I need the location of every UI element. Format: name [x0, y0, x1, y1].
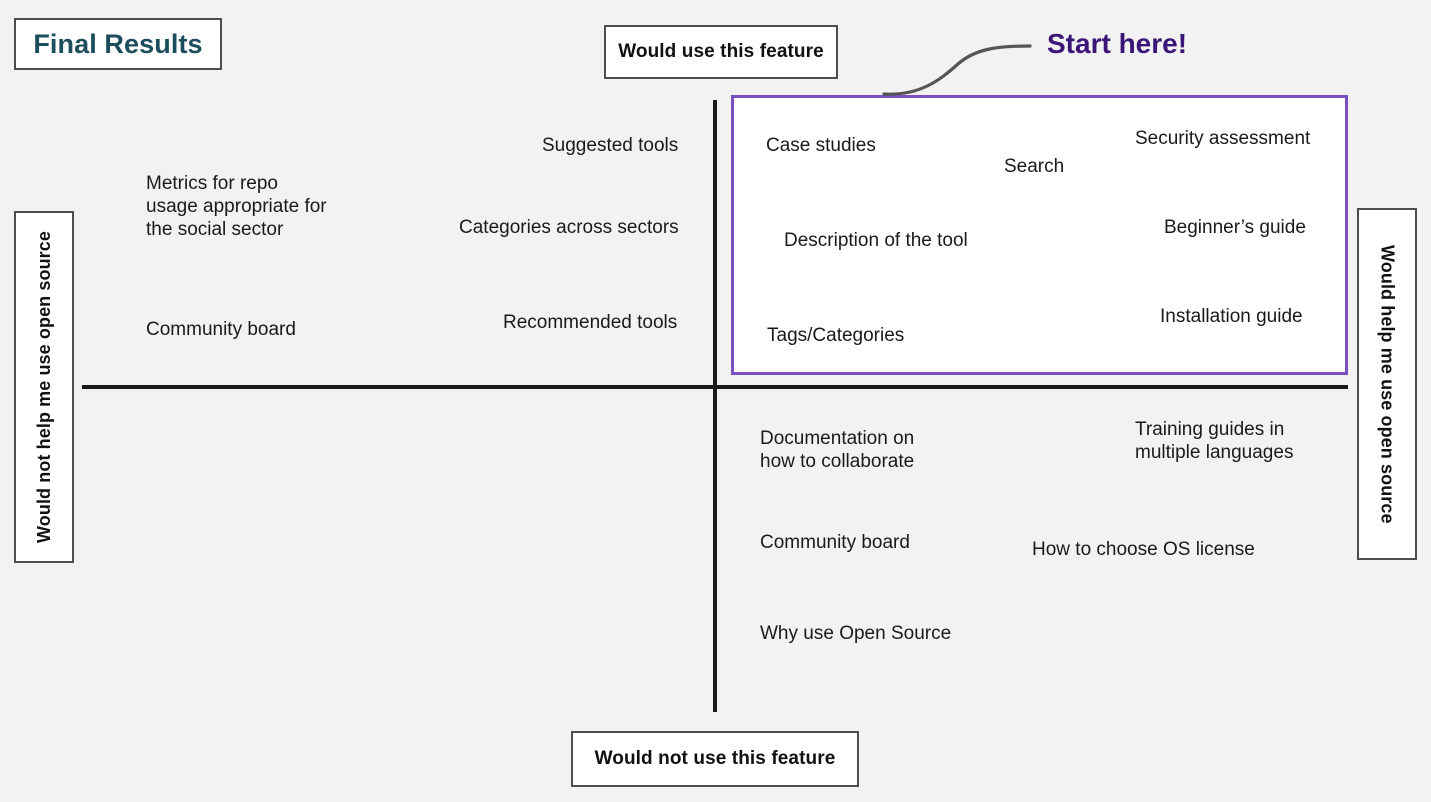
note-security-assessment: Security assessment: [1135, 128, 1311, 149]
note-installation-guide: Installation guide: [1160, 306, 1303, 327]
note-metrics-for-repo: Metrics for repo usage appropriate for t…: [146, 173, 327, 241]
note-categories-across-sectors: Categories across sectors: [459, 217, 679, 238]
highlight-region-top-right: [731, 95, 1348, 375]
note-case-studies: Case studies: [766, 135, 876, 156]
axis-label-left: Would not help me use open source: [33, 231, 54, 543]
axis-label-top: Would use this feature: [618, 41, 824, 62]
page-title: Final Results: [33, 28, 203, 59]
note-how-to-choose-os-license: How to choose OS license: [1032, 539, 1255, 560]
axis-label-left-box: Would not help me use open source: [14, 211, 74, 563]
axis-label-bottom-box: Would not use this feature: [571, 731, 859, 787]
note-recommended-tools: Recommended tools: [503, 312, 678, 333]
note-description-of-the-tool: Description of the tool: [784, 230, 968, 251]
note-training-guides-multiple-languages: Training guides in multiple languages: [1135, 419, 1294, 464]
note-suggested-tools: Suggested tools: [542, 135, 679, 156]
note-search: Search: [1004, 156, 1065, 177]
note-documentation-on-how-to-collaborate: Documentation on how to collaborate: [760, 428, 915, 473]
axis-label-right: Would help me use open source: [1377, 244, 1398, 524]
curved-pointer-line-icon: [882, 44, 1032, 96]
axis-label-right-box: Would help me use open source: [1357, 208, 1417, 560]
note-community-board-bottom: Community board: [760, 532, 910, 553]
start-here-callout: Start here!: [1047, 28, 1188, 59]
note-beginners-guide: Beginner’s guide: [1164, 217, 1306, 238]
note-tags-categories: Tags/Categories: [767, 325, 905, 346]
axis-label-top-box: Would use this feature: [604, 25, 838, 79]
page-title-box: Final Results: [14, 18, 222, 70]
axis-label-bottom: Would not use this feature: [594, 748, 836, 769]
note-community-board-top: Community board: [146, 319, 296, 340]
note-why-use-open-source: Why use Open Source: [760, 623, 952, 644]
vertical-axis-line: [713, 100, 717, 712]
